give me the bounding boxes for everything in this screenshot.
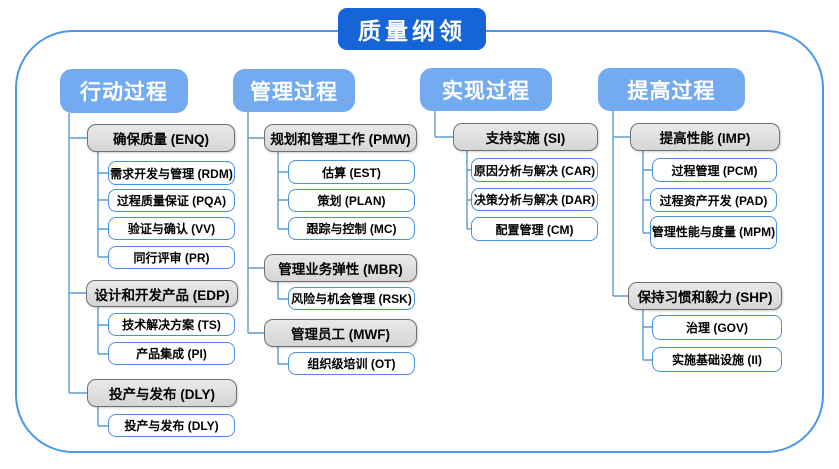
- node-dly-sub: 投产与发布 (DLY): [108, 414, 235, 437]
- node-pad: 过程资产开发 (PAD): [650, 188, 777, 212]
- node-pmw: 规划和管理工作 (PMW): [264, 124, 417, 152]
- node-mc: 跟踪与控制 (MC): [288, 217, 415, 240]
- node-ii: 实施基础设施 (II): [652, 347, 782, 372]
- node-gov: 治理 (GOV): [652, 315, 782, 340]
- node-cm: 配置管理 (CM): [471, 217, 598, 241]
- node-ot: 组织级培训 (OT): [288, 352, 415, 375]
- node-pqa: 过程质量保证 (PQA): [108, 189, 235, 212]
- node-rsk: 风险与机会管理 (RSK): [288, 287, 415, 310]
- node-mbr: 管理业务弹性 (MBR): [264, 254, 417, 282]
- column-header-management-process: 管理过程: [233, 69, 355, 112]
- node-car: 原因分析与解决 (CAR): [471, 158, 598, 182]
- node-si: 支持实施 (SI): [453, 123, 598, 151]
- column-header-improvement-process: 提高过程: [598, 68, 745, 111]
- node-est: 估算 (EST): [288, 160, 415, 184]
- node-edp: 设计和开发产品 (EDP): [86, 280, 238, 307]
- node-mpm: 管理性能与度量 (MPM): [650, 216, 777, 249]
- diagram-title: 质量纲领: [338, 8, 486, 50]
- column-header-realization-process: 实现过程: [420, 68, 552, 111]
- node-ts: 技术解决方案 (TS): [108, 313, 235, 336]
- node-rdm: 需求开发与管理 (RDM): [108, 161, 235, 185]
- node-enq: 确保质量 (ENQ): [87, 124, 235, 152]
- node-mwf: 管理员工 (MWF): [264, 319, 417, 347]
- node-pi: 产品集成 (PI): [108, 342, 235, 365]
- node-pcm: 过程管理 (PCM): [652, 158, 777, 182]
- node-imp: 提高性能 (IMP): [630, 123, 780, 151]
- node-shp: 保持习惯和毅力 (SHP): [628, 282, 782, 310]
- node-pr: 同行评审 (PR): [108, 246, 235, 269]
- column-header-action-process: 行动过程: [60, 69, 188, 113]
- node-dar: 决策分析与解决 (DAR): [471, 188, 598, 211]
- node-dly: 投产与发布 (DLY): [87, 379, 237, 407]
- node-vv: 验证与确认 (VV): [108, 217, 235, 240]
- node-plan: 策划 (PLAN): [288, 189, 415, 212]
